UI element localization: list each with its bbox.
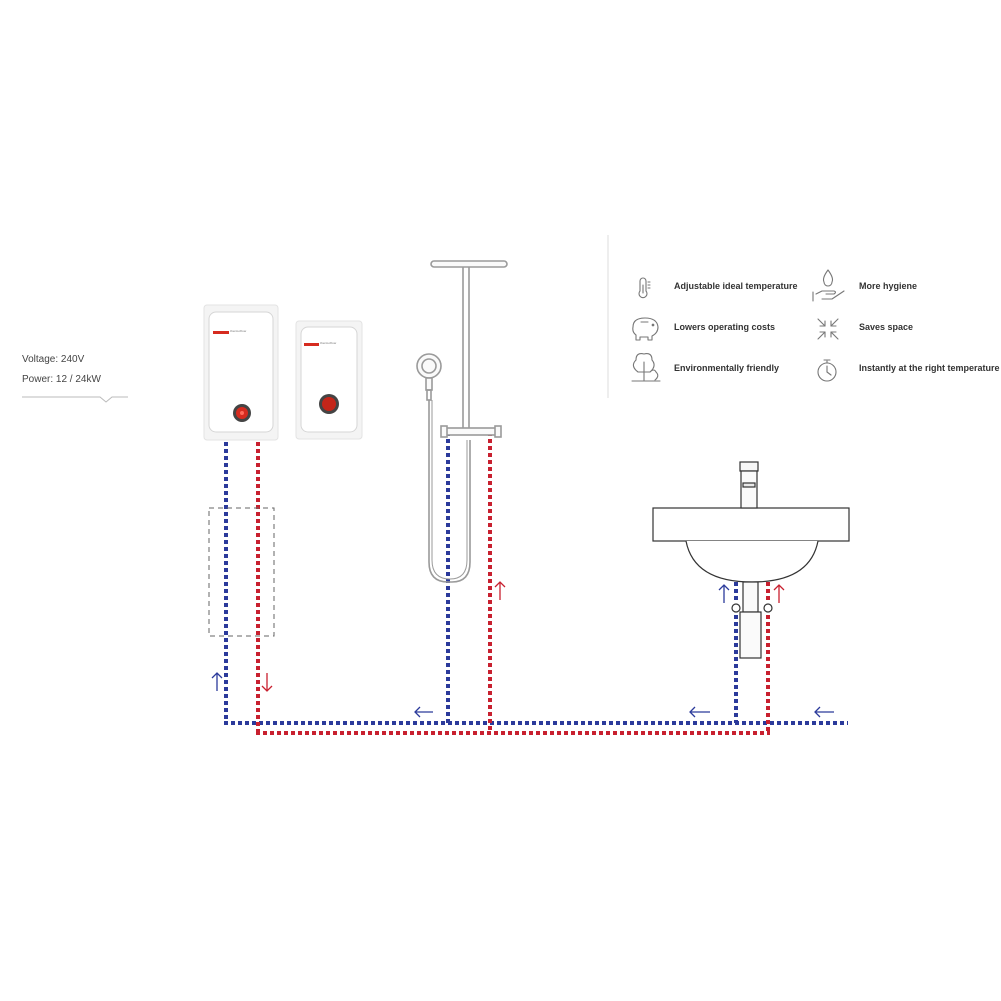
feature-lowers-costs: Lowers operating costs bbox=[674, 322, 776, 332]
stopwatch-icon bbox=[817, 359, 837, 382]
drain-pipe bbox=[742, 581, 759, 613]
trees-icon bbox=[631, 353, 661, 382]
thermometer-icon bbox=[638, 277, 651, 299]
compress-arrows-icon bbox=[817, 318, 839, 340]
faucet bbox=[740, 470, 758, 509]
hot-water-pipes bbox=[256, 432, 770, 735]
piggy-bank-icon bbox=[632, 317, 659, 341]
arrow-up-icon bbox=[773, 584, 785, 603]
sink-fixture bbox=[652, 461, 850, 659]
hot-flow-arrows bbox=[261, 581, 785, 692]
power-spec: Power: 12 / 24kW bbox=[22, 374, 101, 385]
faucet-handle bbox=[739, 461, 759, 472]
water-heater-small bbox=[295, 320, 363, 440]
brand-logo bbox=[213, 331, 229, 334]
water-heater-large bbox=[203, 304, 279, 441]
feature-environmentally-friendly: Environmentally friendly bbox=[674, 363, 780, 373]
heater-brand-large: thermoflow bbox=[230, 329, 247, 333]
spec-underline bbox=[22, 396, 128, 403]
feature-adjustable-temperature: Adjustable ideal temperature bbox=[674, 281, 798, 291]
heater-brand-small: thermoflow bbox=[320, 341, 337, 345]
arrow-up-icon bbox=[211, 672, 223, 691]
arrow-down-icon bbox=[261, 673, 273, 692]
arrow-up-icon bbox=[494, 581, 506, 600]
arrow-up-icon bbox=[718, 584, 730, 603]
cold-flow-arrows bbox=[211, 584, 834, 718]
shower-fixture bbox=[416, 260, 508, 583]
arrow-left-icon bbox=[414, 706, 433, 718]
hand-shower-head bbox=[416, 353, 442, 379]
installation-zone-box bbox=[208, 507, 275, 637]
hot-valve bbox=[763, 603, 773, 613]
arrow-left-icon bbox=[689, 706, 710, 718]
feature-instant-temperature: Instantly at the right temperature bbox=[859, 363, 1000, 373]
cold-valve bbox=[731, 603, 741, 613]
feature-saves-space: Saves space bbox=[859, 322, 914, 332]
feature-more-hygiene: More hygiene bbox=[859, 281, 918, 291]
brand-logo bbox=[304, 343, 319, 346]
voltage-spec: Voltage: 240V bbox=[22, 354, 85, 365]
arrow-left-icon bbox=[814, 706, 834, 718]
hand-water-drop-icon bbox=[812, 269, 845, 302]
